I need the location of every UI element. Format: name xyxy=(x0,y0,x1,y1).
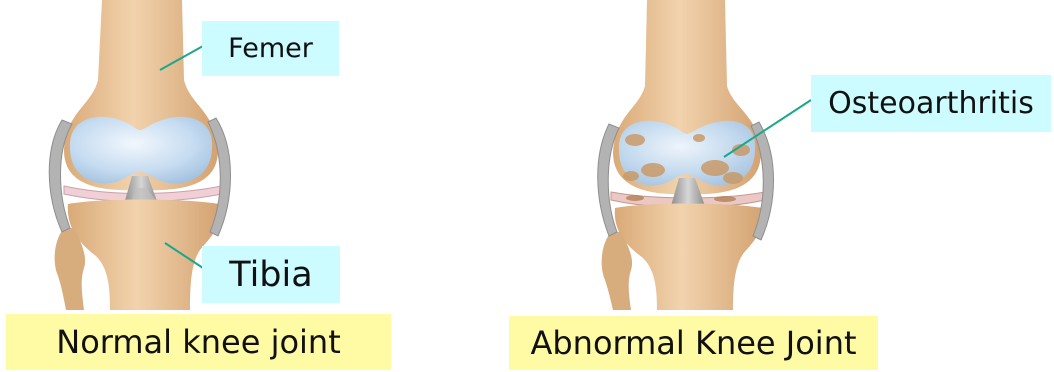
femur-label-text: Femer xyxy=(228,33,313,64)
tibia-label: Tibia xyxy=(202,246,340,303)
tibia-bone xyxy=(615,204,764,311)
abnormal-knee-caption-text: Abnormal Knee Joint xyxy=(530,324,856,362)
osteoarthritis-label: Osteoarthritis xyxy=(811,75,1051,132)
abnormal-knee-illustration xyxy=(595,0,785,310)
femur-label: Femer xyxy=(202,21,339,76)
normal-knee-caption: Normal knee joint xyxy=(6,314,391,370)
tibia-bone xyxy=(68,200,221,311)
normal-knee-caption-text: Normal knee joint xyxy=(56,323,341,361)
abnormal-knee-caption: Abnormal Knee Joint xyxy=(509,316,878,370)
osteoarthritis-label-text: Osteoarthritis xyxy=(828,86,1034,121)
tibia-label-text: Tibia xyxy=(229,255,312,295)
